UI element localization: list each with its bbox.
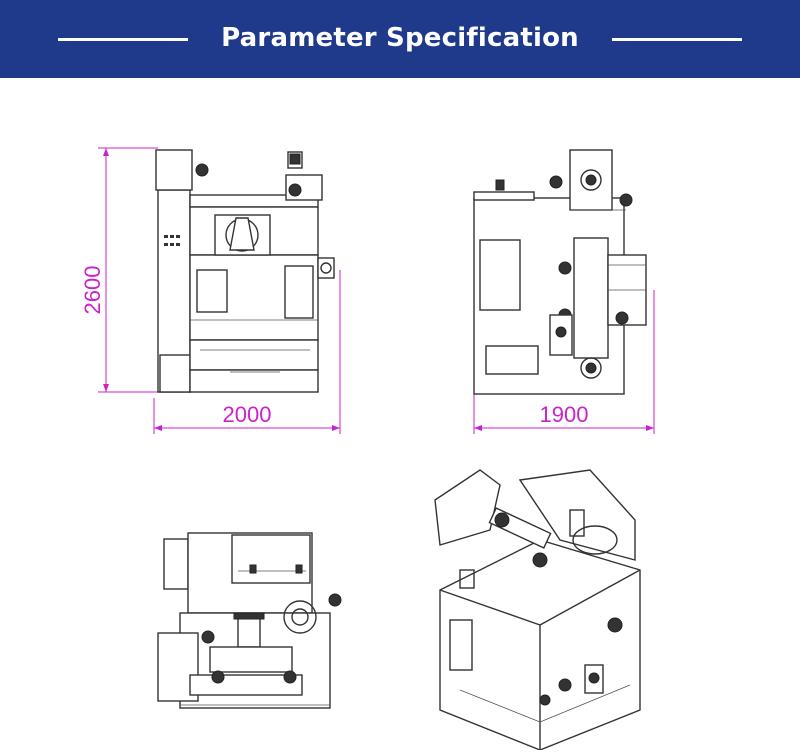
front-height-dimension: 2600	[80, 147, 158, 393]
front-width-dimension: 2000	[153, 270, 341, 434]
side-width-dimension: 1900	[473, 290, 655, 434]
side-view-drawing: 1900	[473, 149, 655, 434]
header-line-left	[58, 38, 188, 41]
side-width-label: 1900	[540, 402, 589, 427]
header-line-right	[612, 38, 742, 41]
top-view-drawing	[157, 532, 342, 709]
isometric-view-drawing	[434, 469, 641, 750]
header-banner: Parameter Specification	[0, 0, 800, 78]
page-title: Parameter Specification	[221, 23, 579, 53]
front-width-label: 2000	[223, 402, 272, 427]
front-height-label: 2600	[80, 266, 105, 315]
front-view-drawing: 2600 2000	[80, 147, 341, 434]
